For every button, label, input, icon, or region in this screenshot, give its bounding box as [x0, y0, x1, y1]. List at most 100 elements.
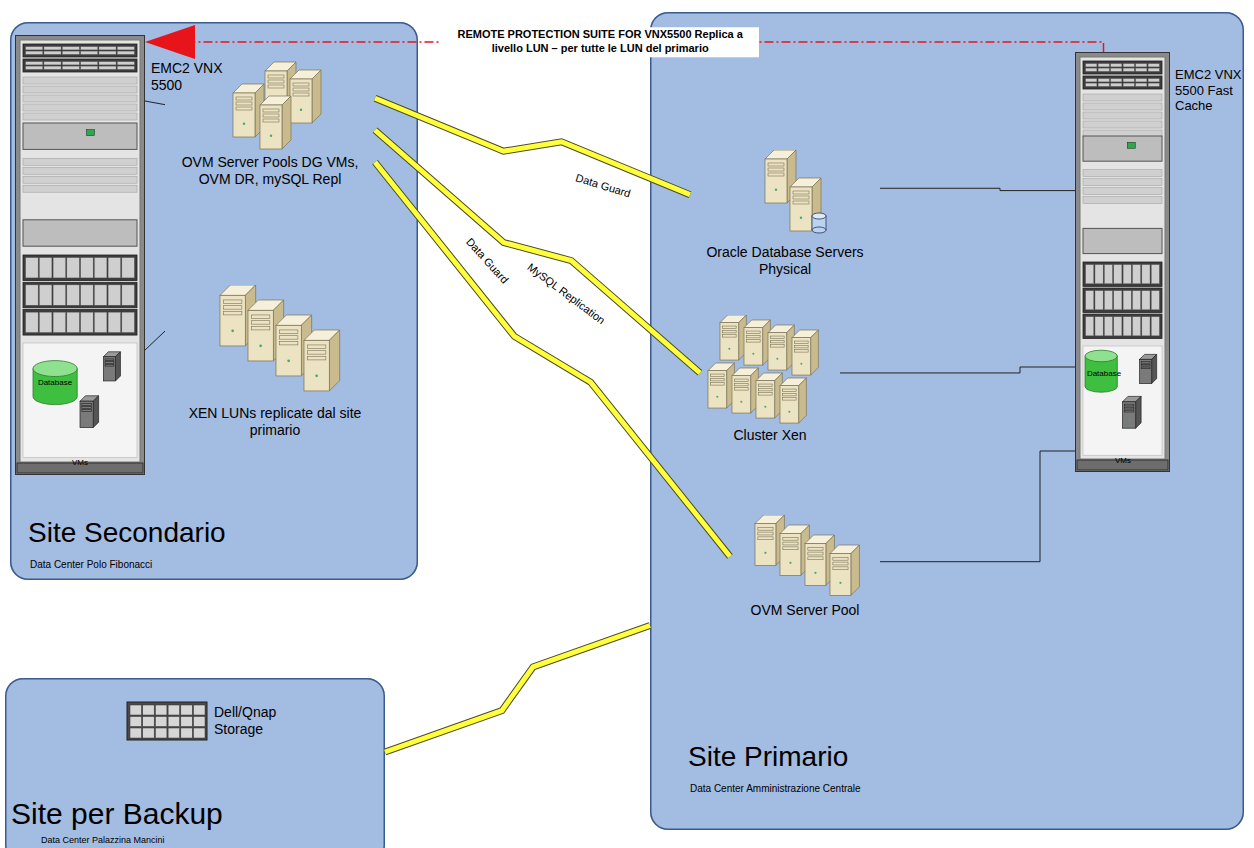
drive-slot [44, 62, 61, 65]
bolt-outline [385, 626, 650, 753]
label-slot: Site Primario [688, 740, 848, 774]
cable-line [880, 451, 1075, 562]
drive-slot [1151, 265, 1159, 284]
blank-panel [1083, 94, 1162, 101]
power-led [287, 359, 290, 362]
drive-slot [1086, 291, 1094, 310]
rack-unit [1083, 314, 1162, 338]
drive-slot [1123, 317, 1131, 336]
drive-bay [783, 389, 797, 392]
drive-bay [105, 359, 114, 361]
tower-front [768, 333, 787, 370]
tower-side [116, 352, 121, 381]
drive-slot [181, 728, 193, 738]
storage-chassis [127, 702, 207, 740]
drive-slot [94, 285, 107, 305]
drive-slot [1132, 265, 1140, 284]
drive-slot [168, 705, 180, 715]
edge-label-slot: Data Guard [463, 236, 511, 287]
drive-slot [155, 728, 167, 738]
link-bolt [375, 162, 730, 556]
drive-bay [793, 196, 809, 199]
drive-bay [735, 383, 749, 386]
drive-bay [236, 102, 252, 105]
status-light [87, 130, 95, 136]
blank-panel [23, 167, 137, 174]
drive-bay [759, 384, 773, 387]
drive-bay [268, 80, 284, 83]
drive-bay [759, 388, 773, 391]
storage-rack [15, 35, 145, 475]
drive-bay [251, 326, 269, 329]
drive-slot [99, 47, 116, 50]
drive-bay [747, 340, 761, 343]
rack-unit [23, 310, 137, 336]
drive-slot [143, 717, 155, 727]
drive-bay [808, 547, 823, 550]
tower-front [720, 323, 739, 360]
server-icon [730, 515, 880, 600]
drive-slot [181, 705, 193, 715]
tower-front [233, 93, 255, 137]
power-led [109, 373, 110, 374]
drive-slot [1123, 265, 1131, 284]
blank-panel [23, 158, 137, 165]
drive-slot [62, 66, 79, 69]
drive-slot [39, 285, 52, 305]
drive-bay [105, 364, 114, 366]
bolt-fill [375, 130, 700, 373]
tower-side [799, 378, 807, 423]
bolt-fill [385, 626, 650, 753]
replication-label: REMOTE PROTECTION SUITE FOR VNX5500 Repl… [441, 27, 759, 57]
drive-slot [81, 258, 94, 278]
drive-slot [1098, 83, 1109, 86]
cable-line [145, 331, 165, 350]
drive-slot [1123, 68, 1134, 71]
link-label: MySQL Replication [525, 261, 608, 328]
drive-bay [747, 331, 761, 334]
label-slot: Site Secondario [28, 516, 226, 550]
drive-bay [82, 407, 92, 409]
drive-slot [26, 66, 43, 69]
server-tower [1123, 396, 1142, 428]
drive-bay [711, 374, 725, 377]
drive-bay [279, 341, 297, 344]
drive-slot [67, 258, 80, 278]
drive-bay [747, 335, 761, 338]
drive-bay [735, 388, 749, 391]
server-group: Cluster Xen [700, 315, 840, 444]
drive-slot [1151, 291, 1159, 310]
drive-bay [268, 85, 284, 88]
blank-panel [23, 113, 137, 120]
tower-side [851, 545, 860, 595]
drive-slot [117, 66, 134, 69]
drive-bay [307, 351, 325, 354]
drive-bay [307, 345, 325, 348]
drive-slot [26, 258, 39, 278]
drive-slot [1114, 291, 1122, 310]
blank-panel [1083, 179, 1162, 186]
drive-bay [723, 326, 737, 329]
blank-panel [1083, 170, 1162, 177]
link-bolt [375, 130, 700, 373]
drive-slot [117, 47, 134, 50]
server-tower [744, 320, 770, 365]
drive-slot [67, 285, 80, 305]
wire [145, 331, 165, 350]
power-led [300, 109, 302, 111]
drive-slot [1111, 68, 1122, 71]
power-led [740, 401, 742, 403]
label-slot: Database [1087, 369, 1121, 379]
drive-slot [1098, 79, 1109, 82]
bolt-outline [375, 130, 700, 373]
server-icon [700, 315, 840, 425]
power-led [814, 572, 816, 574]
rack-unit [23, 282, 137, 308]
drive-slot [67, 312, 80, 332]
drive-slot [81, 285, 94, 305]
storage-array: EMC2 VNX 5500 [15, 35, 145, 475]
power-led [789, 562, 791, 564]
rack-bay [1083, 346, 1162, 455]
blank-panel [1083, 103, 1162, 110]
